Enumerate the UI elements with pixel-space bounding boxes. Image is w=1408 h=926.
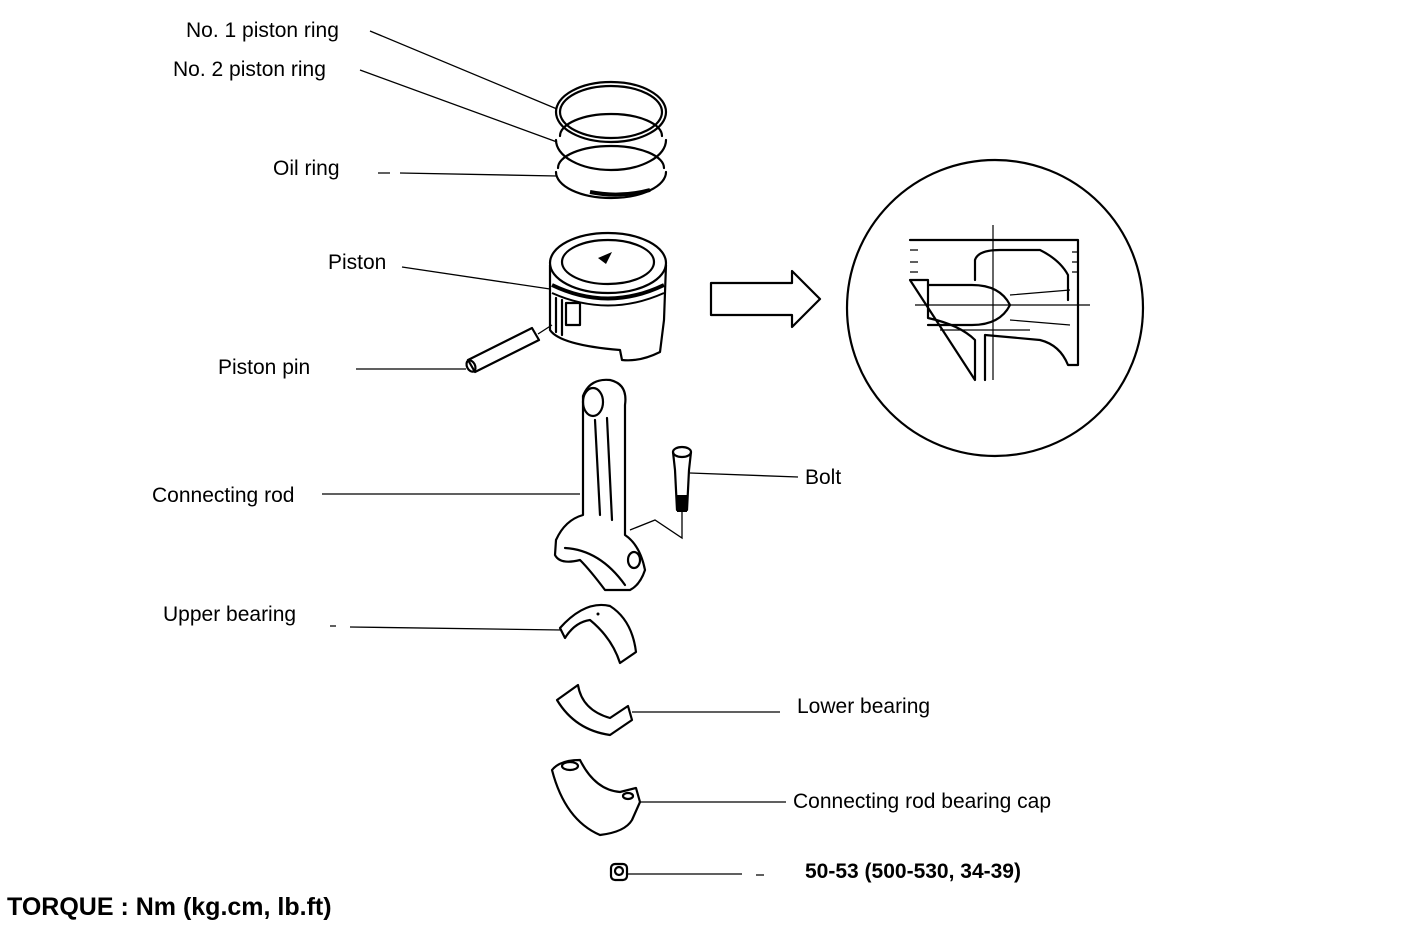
connecting-rod-bearing-cap [550, 758, 642, 837]
leader-bolt [689, 472, 799, 478]
label-lower-bearing: Lower bearing [797, 695, 931, 718]
right-arrow-icon [709, 269, 822, 329]
upper-bearing [558, 603, 638, 665]
piston-section-detail [845, 158, 1145, 458]
label-bolt: Bolt [805, 466, 842, 489]
bolt [629, 445, 693, 540]
no2-piston-ring [554, 112, 668, 172]
leader-oil-ring [378, 172, 558, 177]
label-bearing-cap: Connecting rod bearing cap [793, 790, 1052, 813]
label-piston-pin: Piston pin [218, 356, 311, 379]
leader-no2-ring [359, 69, 558, 143]
leader-piston [401, 266, 551, 290]
label-no1-piston-ring: No. 1 piston ring [186, 19, 339, 42]
connecting-rod [553, 378, 647, 592]
piston-pin [465, 324, 553, 374]
label-upper-bearing: Upper bearing [163, 603, 297, 626]
label-oil-ring: Oil ring [273, 157, 340, 180]
label-piston: Piston [328, 251, 387, 274]
oil-ring [554, 144, 668, 200]
lower-bearing [555, 683, 634, 737]
no1-piston-ring [554, 80, 668, 144]
leader-nut [627, 873, 764, 876]
label-connecting-rod: Connecting rod [152, 484, 295, 507]
nut-icon [609, 862, 629, 882]
torque-units-legend: TORQUE : Nm (kg.cm, lb.ft) [7, 893, 332, 921]
piston [548, 231, 668, 362]
label-no2-piston-ring: No. 2 piston ring [173, 58, 326, 81]
nut-torque-spec: 50-53 (500-530, 34-39) [805, 860, 1021, 883]
leader-upper-bearing [330, 625, 563, 631]
leader-no1-ring [369, 30, 558, 110]
